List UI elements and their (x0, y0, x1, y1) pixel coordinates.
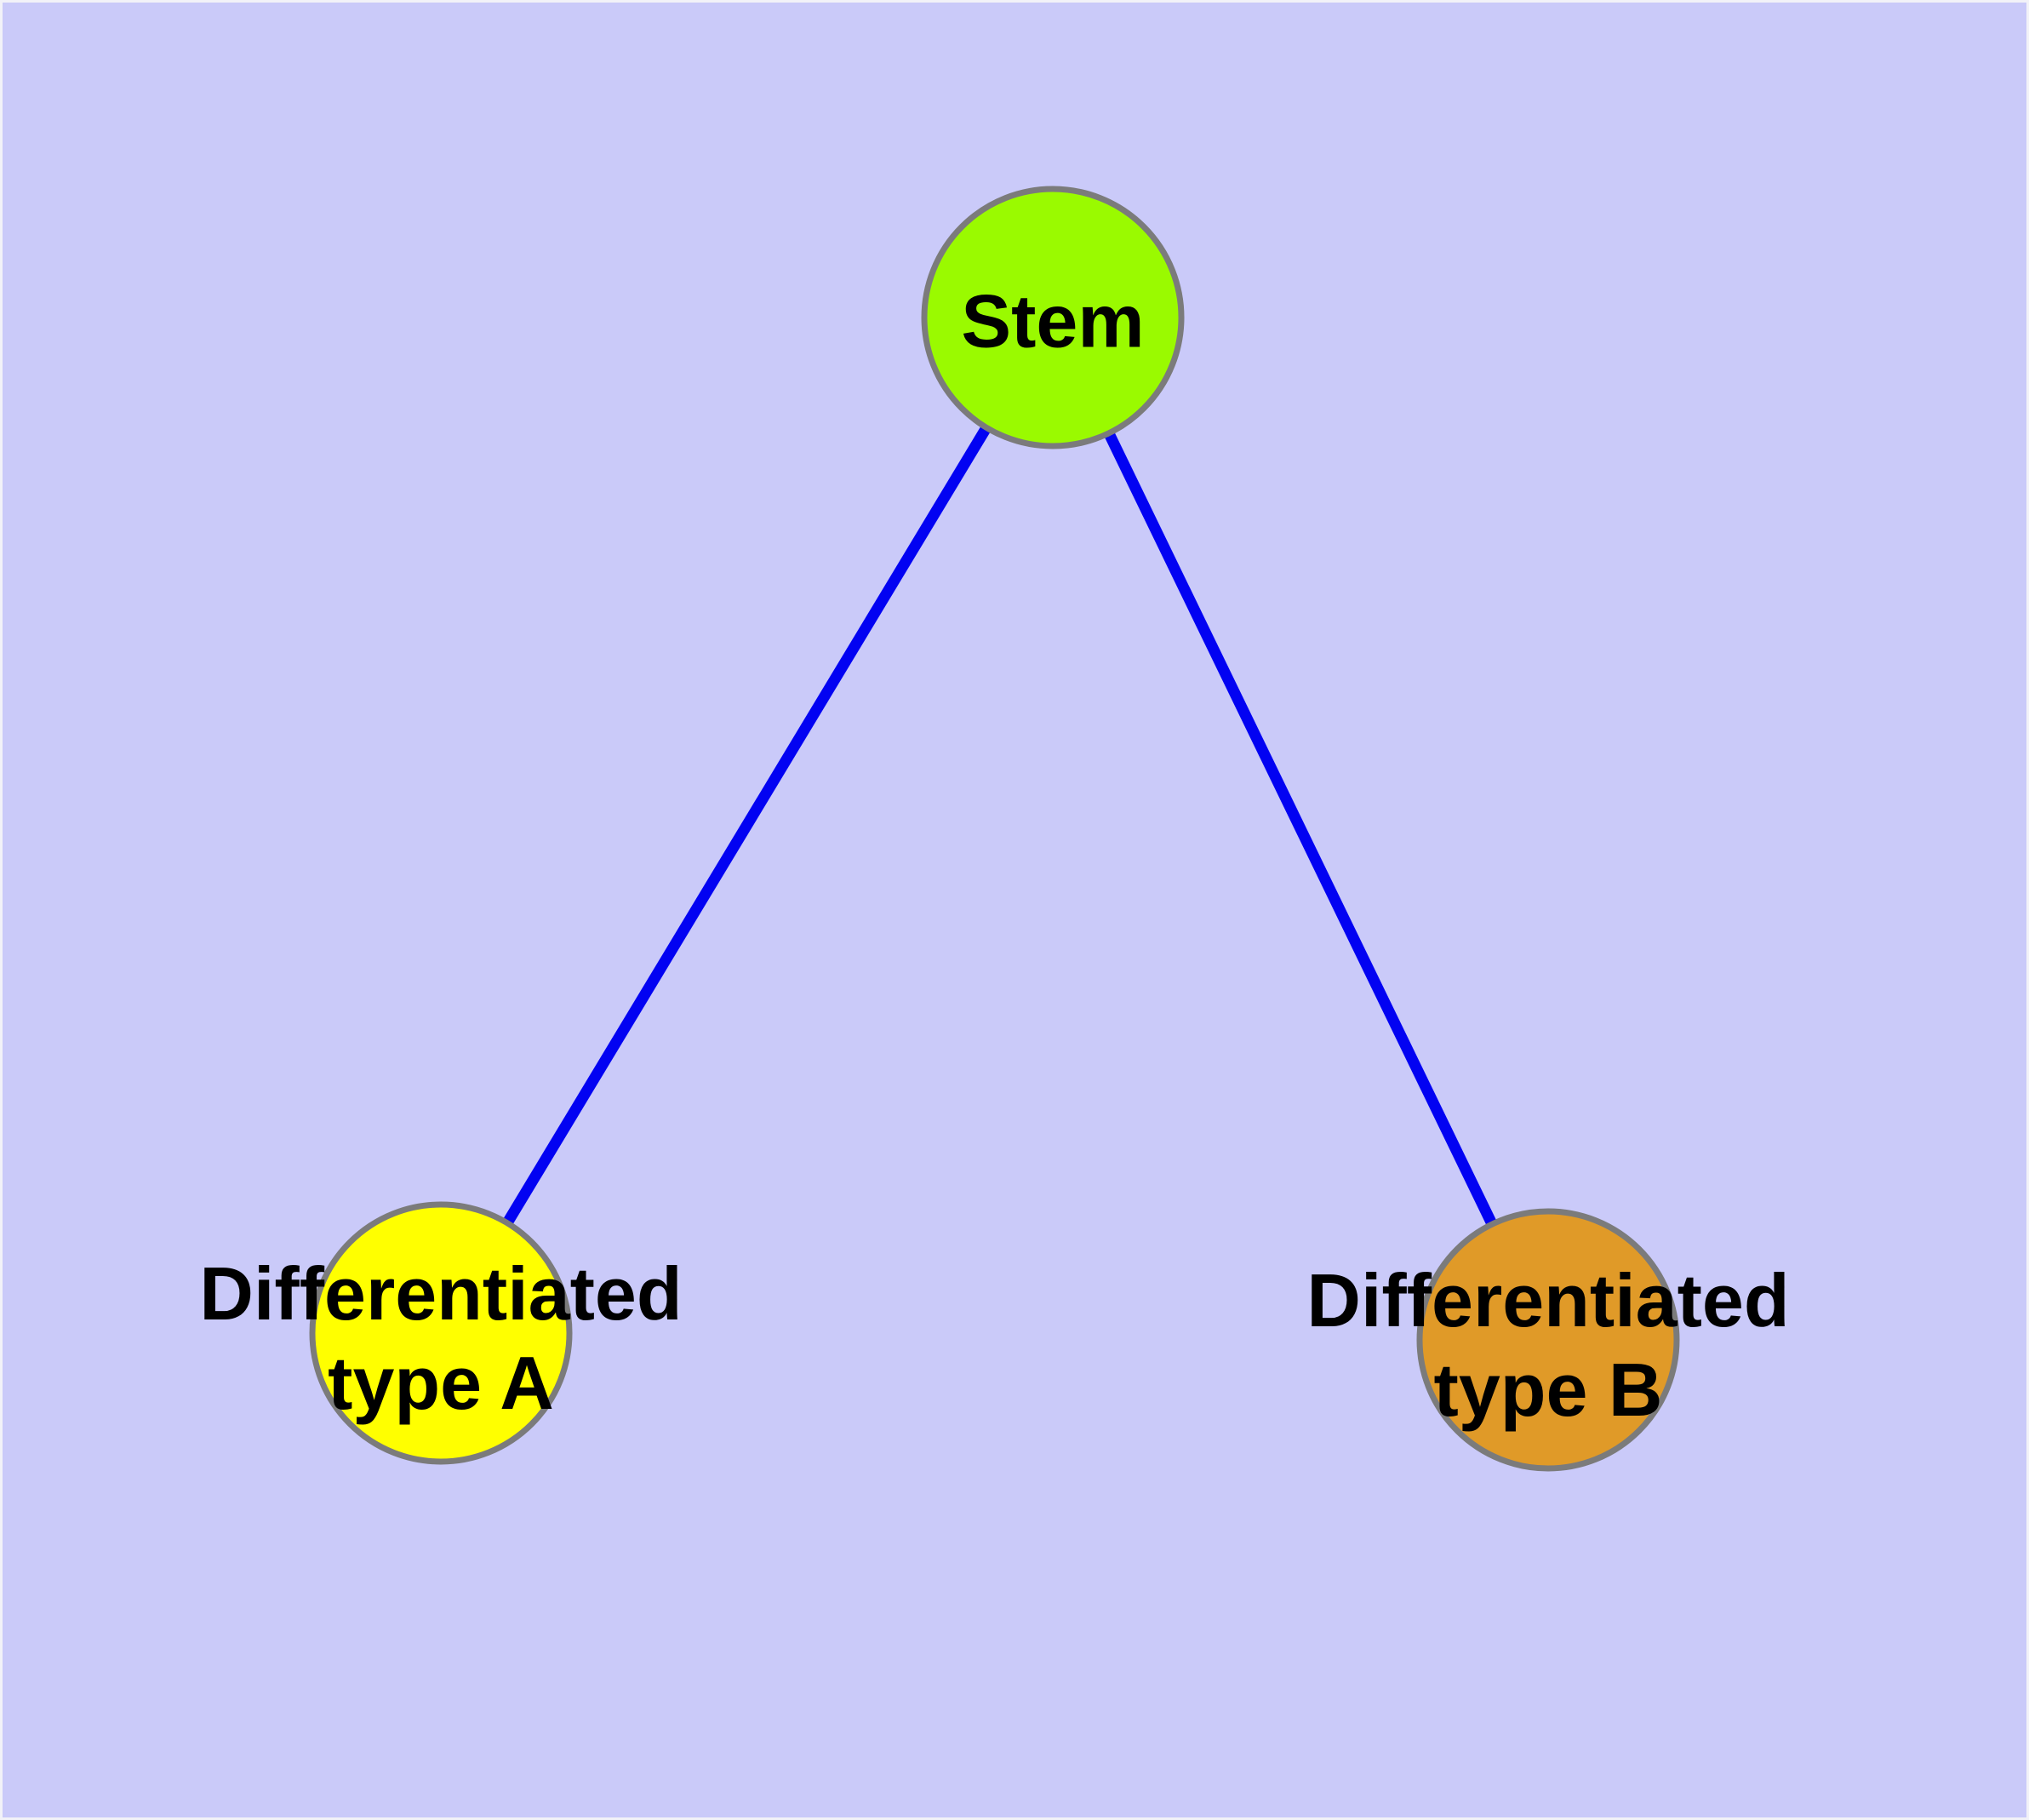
node-stem-circle (921, 186, 1185, 449)
node-stem-label: Stem (961, 278, 1145, 363)
node-type-a-label: Differentiated type A (199, 1251, 683, 1425)
node-type-b-label: Differentiated type B (1306, 1258, 1790, 1432)
edge-stem-to-type-b (1048, 315, 1553, 1342)
node-type-a-circle (309, 1201, 573, 1465)
edge-stem-to-type-a (436, 314, 1058, 1336)
node-type-b-circle (1416, 1208, 1680, 1472)
